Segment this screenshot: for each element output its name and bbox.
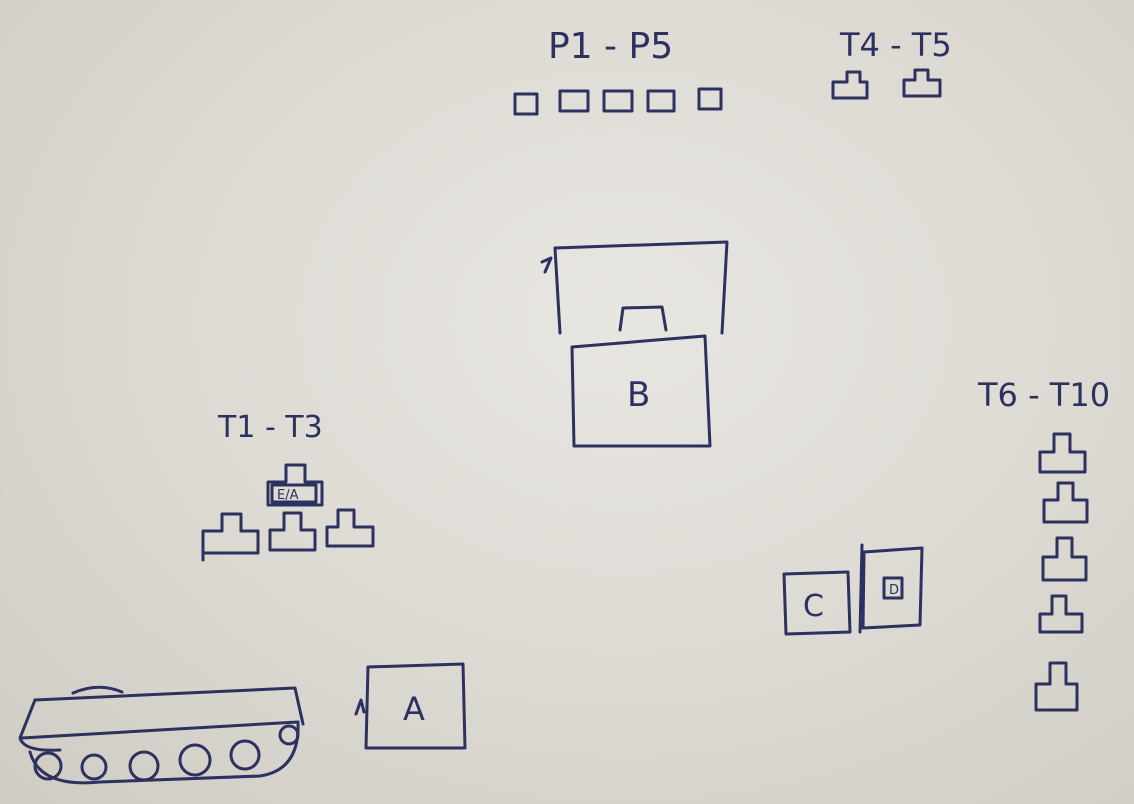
vehicle-track-line (20, 720, 300, 740)
label-t1-t3: T1 - T3 (217, 410, 323, 445)
tank-t3 (325, 508, 375, 548)
tank-t1 (201, 512, 260, 562)
tank-ea-box (270, 483, 318, 504)
p-units (513, 87, 723, 116)
label-t4-t5: T4 - T5 (839, 26, 952, 64)
building-d: D (858, 543, 924, 634)
tank-t7 (1042, 481, 1089, 524)
building-a: A (354, 662, 467, 750)
armored-vehicle (18, 685, 305, 785)
building-b-label: B (627, 375, 650, 415)
p-unit-4 (646, 89, 676, 113)
building-a-label: A (403, 690, 425, 728)
vehicle-track-bottom (28, 720, 300, 785)
building-c: C (782, 570, 852, 636)
label-t6-t10: T6 - T10 (977, 376, 1110, 414)
building-b-front (570, 334, 712, 448)
vehicle-hatch (71, 685, 124, 695)
tank-t2 (268, 511, 317, 552)
tank-ea (266, 463, 324, 507)
building-d-label: D (889, 583, 899, 598)
t-left-units: E/A (201, 463, 375, 562)
label-p1-p5: P1 - P5 (548, 26, 673, 67)
vehicle-hull-front (18, 698, 62, 752)
tank-t6 (1038, 432, 1087, 474)
building-b-door (618, 305, 668, 332)
tank-t4 (831, 70, 869, 100)
p-unit-1 (513, 92, 539, 116)
vehicle-wheel-3 (128, 750, 160, 782)
building-b: B (540, 240, 729, 448)
t-right-units (1034, 432, 1089, 712)
vehicle-wheel-6 (278, 724, 300, 746)
vehicle-wheel-5 (229, 739, 261, 771)
t-top-units (831, 68, 942, 100)
tank-t5 (902, 68, 942, 98)
vehicle-wheel-4 (178, 743, 212, 777)
building-c-label: C (803, 589, 824, 624)
building-d-marker (882, 576, 904, 600)
vehicle-wheel-2 (80, 753, 108, 781)
tank-t8 (1041, 536, 1088, 582)
tank-ea-label: E/A (277, 488, 299, 503)
tank-t10 (1034, 661, 1079, 712)
p-unit-3 (602, 89, 634, 113)
vehicle-wheel-1 (33, 751, 63, 781)
p-unit-2 (558, 89, 590, 113)
building-b-back (553, 240, 729, 335)
vehicle-hull-top (33, 686, 305, 726)
p-unit-5 (697, 87, 723, 111)
tank-t9 (1038, 594, 1084, 634)
